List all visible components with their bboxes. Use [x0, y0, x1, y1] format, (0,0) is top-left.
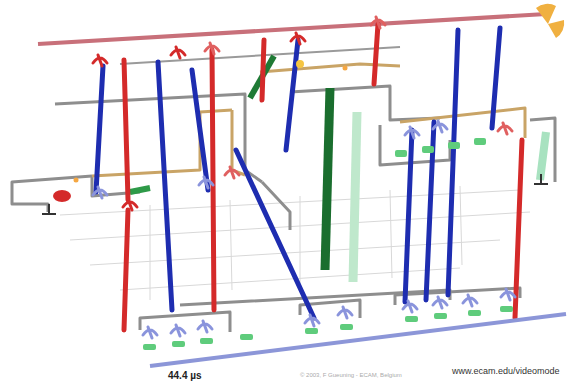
grey-wire: [140, 312, 230, 332]
grey-wire: [530, 118, 555, 182]
fan-symbol: [536, 4, 564, 38]
blue-bar: [192, 70, 208, 190]
red-bar: [124, 60, 128, 200]
time-stamp: 44.4 µs: [168, 370, 202, 381]
red-bar: [262, 40, 264, 100]
green-component: [468, 310, 481, 316]
switch-symbol: [291, 33, 305, 44]
switch-symbol: [198, 321, 212, 332]
red-component: [53, 190, 71, 202]
grey-wire: [12, 176, 92, 212]
tan-wire: [260, 64, 400, 72]
switch-symbol: [93, 187, 107, 198]
grey-wire: [120, 47, 400, 64]
ground-symbol: [534, 174, 548, 184]
green-bar: [130, 188, 150, 192]
grey-wire: [262, 182, 290, 230]
spark-dot: [74, 178, 79, 183]
green-component: [448, 142, 460, 149]
grey-wire: [290, 86, 440, 120]
green-component: [200, 338, 213, 344]
blue-bar: [448, 30, 458, 295]
switch-symbol: [205, 43, 219, 54]
spark-dot: [343, 66, 348, 71]
switch-symbol: [498, 123, 512, 134]
green-component: [405, 316, 418, 322]
grey-wire: [395, 288, 520, 305]
blue-bar: [236, 150, 314, 318]
switch-symbol: [501, 289, 515, 300]
switch-symbol: [463, 295, 477, 306]
green-component: [422, 146, 434, 153]
blue-bar: [158, 62, 172, 310]
switch-symbol: [433, 121, 447, 132]
website-url: www.ecam.edu/videomode: [452, 367, 560, 377]
switch-symbol: [171, 47, 185, 58]
red-bar: [515, 140, 522, 318]
bottom-rail: [150, 314, 566, 366]
switch-symbol: [433, 297, 447, 308]
spark-dot: [296, 60, 304, 68]
switch-symbol: [199, 177, 213, 188]
switch-symbol: [123, 199, 137, 210]
switch-symbol: [338, 307, 352, 318]
switch-symbol: [305, 315, 319, 326]
blue-bar: [96, 66, 103, 192]
green-component: [395, 150, 407, 157]
top-rail: [38, 14, 546, 44]
light-green-bar: [353, 112, 357, 282]
blue-bar: [492, 28, 500, 128]
switch-symbol: [171, 325, 185, 336]
ground-symbol: [42, 204, 56, 214]
tan-wire: [400, 108, 525, 138]
green-component: [474, 138, 486, 145]
green-component: [305, 328, 318, 334]
green-component: [500, 306, 513, 312]
green-component: [143, 344, 156, 350]
light-green-bar: [540, 132, 546, 180]
switch-symbol: [405, 127, 419, 138]
blue-bar: [286, 40, 298, 150]
red-bar: [212, 50, 214, 310]
green-component: [434, 313, 447, 319]
green-component: [340, 324, 353, 330]
green-component: [172, 341, 185, 347]
faint-wire: [150, 186, 462, 300]
grey-wire: [380, 125, 450, 165]
switch-symbol: [403, 301, 417, 312]
green-bar: [325, 88, 330, 270]
switch-symbol: [225, 167, 239, 178]
switch-symbol: [371, 17, 385, 28]
red-bar: [374, 24, 378, 84]
switch-symbol: [143, 327, 157, 338]
red-bar: [124, 210, 128, 330]
green-component: [240, 334, 253, 340]
copyright-note: © 2003, F Gueuning - ECAM, Belgium: [300, 372, 402, 379]
switch-symbol: [93, 55, 107, 66]
